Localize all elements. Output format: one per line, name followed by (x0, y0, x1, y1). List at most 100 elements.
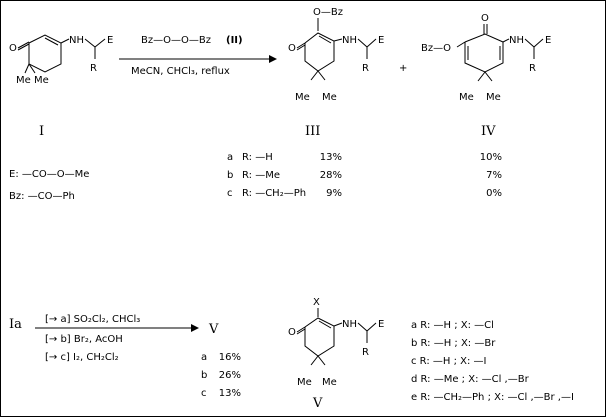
yield-key: a (201, 352, 207, 363)
bond (366, 322, 377, 332)
yield-key: b (201, 370, 207, 381)
atom-E: E (378, 319, 384, 330)
yields-row-c: c R: —CH₂—Ph 9% 0% (227, 188, 502, 199)
product-label: V (208, 322, 219, 337)
atom-O: O (9, 43, 17, 54)
yield-value: 13% (219, 388, 241, 399)
atom-R: R (529, 63, 536, 74)
atom-E: E (378, 35, 384, 46)
atom-E: E (545, 35, 551, 46)
variant-b: b R: —H ; X: —Br (411, 338, 496, 349)
ring (304, 32, 335, 72)
definition-Bz: Bz: —CO—Ph (9, 191, 75, 202)
variant-a: a R: —H ; X: —Cl (411, 320, 494, 331)
atom-NH: NH (342, 319, 357, 330)
compound-V-structure: X O NH E R Me Me (288, 297, 384, 388)
row-yield-III: 28% (320, 170, 342, 181)
bond (296, 326, 306, 333)
atom-Me: Me (322, 92, 337, 103)
row-yield-IV: 0% (486, 188, 502, 199)
reagent-label: (II) (226, 35, 243, 46)
label-compound-IV: IV (481, 124, 496, 139)
compound-IV-structure: Bz—O O NH E R Me Me (421, 13, 551, 103)
bond (318, 35, 332, 44)
condition-c: [→ c] I₂, CH₂Cl₂ (45, 352, 119, 363)
compound-I-structure: O NH E R Me Me (9, 34, 113, 86)
arrow-head (269, 55, 277, 63)
bond (318, 320, 332, 329)
bond (484, 71, 493, 82)
row-key: c (227, 188, 233, 199)
bond (333, 38, 343, 42)
bond (17, 41, 30, 49)
yield-value: 16% (219, 352, 241, 363)
bond (44, 37, 59, 46)
arrow-head (191, 324, 199, 332)
atom-O: O (288, 43, 296, 54)
atom-R: R (90, 63, 97, 74)
row-key: a (227, 152, 233, 163)
atom-O: O (481, 13, 489, 24)
bond (310, 355, 319, 366)
atom-Me: Me (322, 377, 337, 388)
reagent-text: Bz—O—O—Bz (141, 35, 211, 46)
row-yield-III: 9% (326, 188, 342, 199)
bond (477, 71, 486, 82)
bond (296, 42, 306, 49)
bond (17, 43, 30, 51)
yield-value: 26% (219, 370, 241, 381)
row-yield-III: 13% (320, 152, 342, 163)
atom-BzO: Bz—O (421, 43, 451, 54)
bond (524, 38, 535, 48)
atom-X: X (313, 297, 320, 308)
bond (533, 38, 544, 48)
atom-Me: Me (297, 377, 312, 388)
variant-c: c R: —H ; X: —I (411, 356, 486, 367)
bond (317, 70, 326, 81)
row-r: R: —H (242, 152, 273, 163)
atom-NH: NH (69, 35, 84, 46)
ring (28, 34, 62, 73)
row-yield-IV: 10% (480, 152, 502, 163)
row-r: R: —CH₂—Ph (242, 188, 306, 199)
bond (310, 70, 319, 81)
row-key: b (227, 170, 233, 181)
ring (464, 33, 504, 73)
atom-Me: Me (16, 75, 31, 86)
atom-Me: Me (486, 92, 501, 103)
bond (296, 328, 306, 335)
row-yield-IV: 7% (486, 170, 502, 181)
bond (60, 38, 70, 44)
reaction-1-arrow: Bz—O—O—Bz (II) MeCN, CHCl₃, reflux (119, 35, 277, 77)
bond (317, 355, 326, 366)
bond (456, 41, 466, 48)
definition-E: E: —CO—O—Me (9, 169, 89, 180)
yields-row-a: a R: —H 13% 10% (227, 152, 502, 163)
bond (94, 38, 106, 48)
bond (366, 38, 377, 48)
v-variants-list: a R: —H ; X: —Cl b R: —H ; X: —Br c R: —… (411, 320, 574, 403)
variant-e: e R: —CH₂—Ph ; X: —Cl ,—Br ,—I (411, 392, 574, 403)
bond (84, 38, 96, 48)
yield-key: c (201, 388, 207, 399)
atom-O: O (288, 327, 296, 338)
atom-R: R (362, 63, 369, 74)
variant-d: d R: —Me ; X: —Cl ,—Br (411, 374, 530, 385)
reaction-2: Ia [→ a] SO₂Cl₂, CHCl₃ [→ b] Br₂, AcOH [… (9, 314, 241, 399)
atom-E: E (107, 35, 113, 46)
yields-row-b: b R: —Me 28% 7% (227, 170, 502, 181)
atom-NH: NH (342, 35, 357, 46)
bond (357, 38, 368, 48)
ring (304, 317, 335, 357)
bond (357, 322, 368, 332)
start-compound: Ia (9, 317, 22, 332)
plus-sign: + (399, 63, 407, 74)
bond (28, 63, 36, 74)
condition-a: [→ a] SO₂Cl₂, CHCl₃ (45, 314, 140, 325)
bond (502, 38, 510, 43)
row-r: R: —Me (242, 170, 280, 181)
atom-NH: NH (509, 35, 524, 46)
bond (24, 63, 30, 74)
